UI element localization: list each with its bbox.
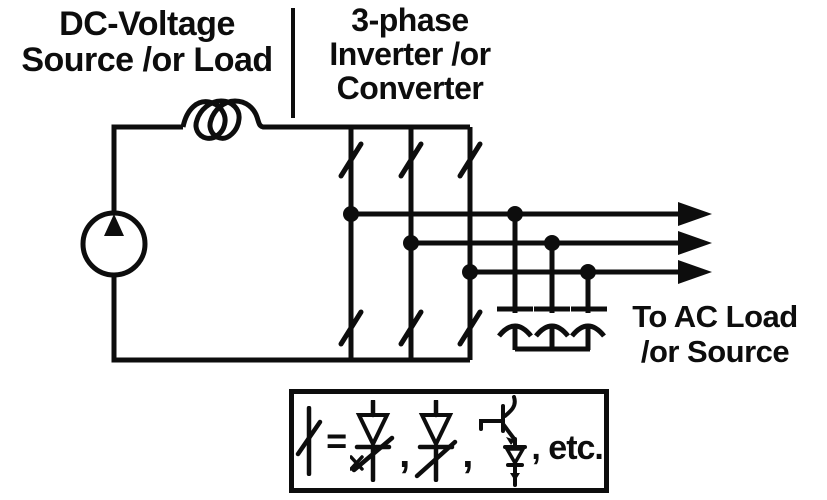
- dc-side-label-line2: Source /or Load: [21, 41, 273, 79]
- upper-switch-a: [338, 141, 364, 179]
- legend-thyristor-x-icon: [350, 400, 395, 482]
- legend-comma-1: ,: [399, 431, 411, 476]
- ac-load-label: To AC Load /or Source: [604, 299, 826, 369]
- dc-current-source: [80, 210, 148, 278]
- junction-dot: [403, 235, 419, 251]
- ac-load-label-line2: /or Source: [640, 334, 790, 369]
- phase-arrowhead-a: [678, 202, 712, 226]
- lower-switch-b: [398, 309, 424, 347]
- junction-dot: [343, 206, 359, 222]
- lower-switch-a: [338, 309, 364, 347]
- filter-capacitors: [497, 214, 607, 352]
- legend-comma-2: ,: [462, 431, 474, 476]
- upper-switch-c: [457, 141, 483, 179]
- junction-dot: [462, 264, 478, 280]
- legend-box: = , ,: [289, 389, 609, 493]
- capacitor-a: [497, 214, 533, 350]
- switch-slashes: [338, 141, 483, 347]
- legend-etc: , etc.: [531, 428, 603, 467]
- upper-switch-b: [398, 141, 424, 179]
- inverter-label: 3-phase Inverter /or Converter: [298, 3, 522, 105]
- phase-arrowhead-b: [678, 231, 712, 255]
- inductor: [180, 98, 282, 141]
- legend-thyristor-icon: [415, 400, 458, 482]
- dc-side-label: DC-Voltage Source /or Load: [0, 6, 294, 78]
- capacitor-c: [570, 272, 607, 350]
- junction-dots: [343, 206, 596, 280]
- legend-transistor-diode-icon: [479, 395, 528, 487]
- ac-load-label-line1: To AC Load: [632, 299, 798, 334]
- lower-switch-c: [457, 309, 483, 347]
- phase-arrowhead-c: [678, 260, 712, 284]
- dc-side-label-line1: DC-Voltage: [59, 5, 235, 43]
- inverter-label-line1: 3-phase: [351, 2, 469, 38]
- switch-slash-icon: [295, 406, 323, 476]
- legend-equals: =: [326, 420, 348, 461]
- capacitor-b: [534, 243, 570, 350]
- inverter-label-line2: Inverter /or: [329, 36, 491, 72]
- inverter-label-line3: Converter: [336, 70, 484, 106]
